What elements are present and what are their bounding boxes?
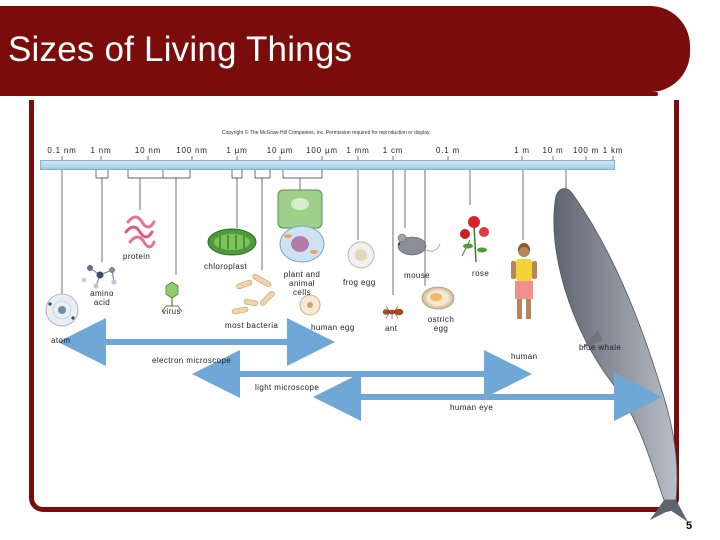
chloroplast-icon xyxy=(207,228,257,256)
rose-icon xyxy=(460,216,489,263)
label-amino-acid-line2: acid xyxy=(93,298,111,307)
protein-icon xyxy=(124,215,156,249)
label-electron-microscope: electron microscope xyxy=(152,356,232,365)
label-cells-line3: cells xyxy=(292,288,311,297)
label-atom: atom xyxy=(51,336,71,345)
tick-label-1mm: 1 mm xyxy=(346,146,370,155)
banner-underline xyxy=(0,92,658,96)
connector-bacteria xyxy=(254,170,271,270)
connector-amino-acid xyxy=(95,170,109,262)
connector-lines xyxy=(61,170,567,300)
tick-label-1m: 1 m xyxy=(514,146,530,155)
copyright-notice: Copyright © The McGraw-Hill Companies, I… xyxy=(222,130,431,136)
label-light-microscope: light microscope xyxy=(255,383,320,392)
title-banner xyxy=(0,6,690,92)
label-amino-acid: amino acid xyxy=(88,289,116,307)
human-figure-icon xyxy=(511,243,537,319)
label-cells-line1: plant and xyxy=(283,270,321,279)
tick-label-100m: 100 m xyxy=(572,146,600,155)
label-ant: ant xyxy=(385,324,398,333)
label-most-bacteria: most bacteria xyxy=(225,321,279,330)
tick-label-10m: 10 m xyxy=(542,146,564,155)
frog-egg-icon xyxy=(347,241,375,269)
slide-title: Sizes of Living Things xyxy=(8,30,353,69)
connector-protein xyxy=(127,170,164,210)
tick-label-1cm: 1 cm xyxy=(382,146,404,155)
blue-whale-icon xyxy=(553,188,688,522)
label-human-egg: human egg xyxy=(311,323,355,332)
tick-label-100nm: 100 nm xyxy=(176,146,208,155)
connector-virus xyxy=(163,170,191,275)
label-ostrich-egg-line2: egg xyxy=(433,324,449,333)
scale-ticks xyxy=(61,156,614,160)
ostrich-egg-icon xyxy=(421,286,455,310)
label-cells: plant and animal cells xyxy=(280,270,324,297)
tick-label-10um: 10 µm xyxy=(266,146,294,155)
label-amino-acid-line1: amino xyxy=(90,289,114,298)
tick-label-1km: 1 km xyxy=(602,146,624,155)
tick-label-0.1m: 0.1 m xyxy=(435,146,461,155)
virus-icon xyxy=(161,281,183,313)
label-protein: protein xyxy=(123,252,151,261)
label-human-eye: human eye xyxy=(450,403,494,412)
connector-cells xyxy=(282,170,323,190)
label-ostrich-egg: ostrich egg xyxy=(423,315,459,333)
tick-label-1um: 1 µm xyxy=(226,146,248,155)
label-frog-egg: frog egg xyxy=(343,278,376,287)
connector-chloroplast xyxy=(231,170,243,228)
range-arrows xyxy=(58,318,662,421)
atom-icon xyxy=(45,293,79,327)
tick-label-100um: 100 µm xyxy=(306,146,338,155)
label-mouse: mouse xyxy=(404,271,431,280)
content-frame xyxy=(29,100,679,512)
size-scale-bar xyxy=(40,160,615,170)
tick-label-10nm: 10 nm xyxy=(134,146,162,155)
mouse-icon xyxy=(397,233,441,256)
tick-label-0.1nm: 0.1 nm xyxy=(47,146,77,155)
page-number: 5 xyxy=(686,520,693,532)
ant-icon xyxy=(382,305,404,319)
bacteria-icon xyxy=(231,273,275,315)
label-virus: virus xyxy=(162,307,181,316)
label-chloroplast: chloroplast xyxy=(204,262,248,271)
amino-acid-icon xyxy=(82,265,117,289)
cells-icon xyxy=(277,189,325,263)
label-blue-whale: blue whale xyxy=(579,343,622,352)
label-cells-line2: animal xyxy=(289,279,315,288)
label-human: human xyxy=(511,352,538,361)
label-ostrich-egg-line1: ostrich xyxy=(427,315,455,324)
tick-label-1nm: 1 nm xyxy=(90,146,112,155)
human-egg-icon xyxy=(299,294,321,316)
label-rose: rose xyxy=(472,269,490,278)
